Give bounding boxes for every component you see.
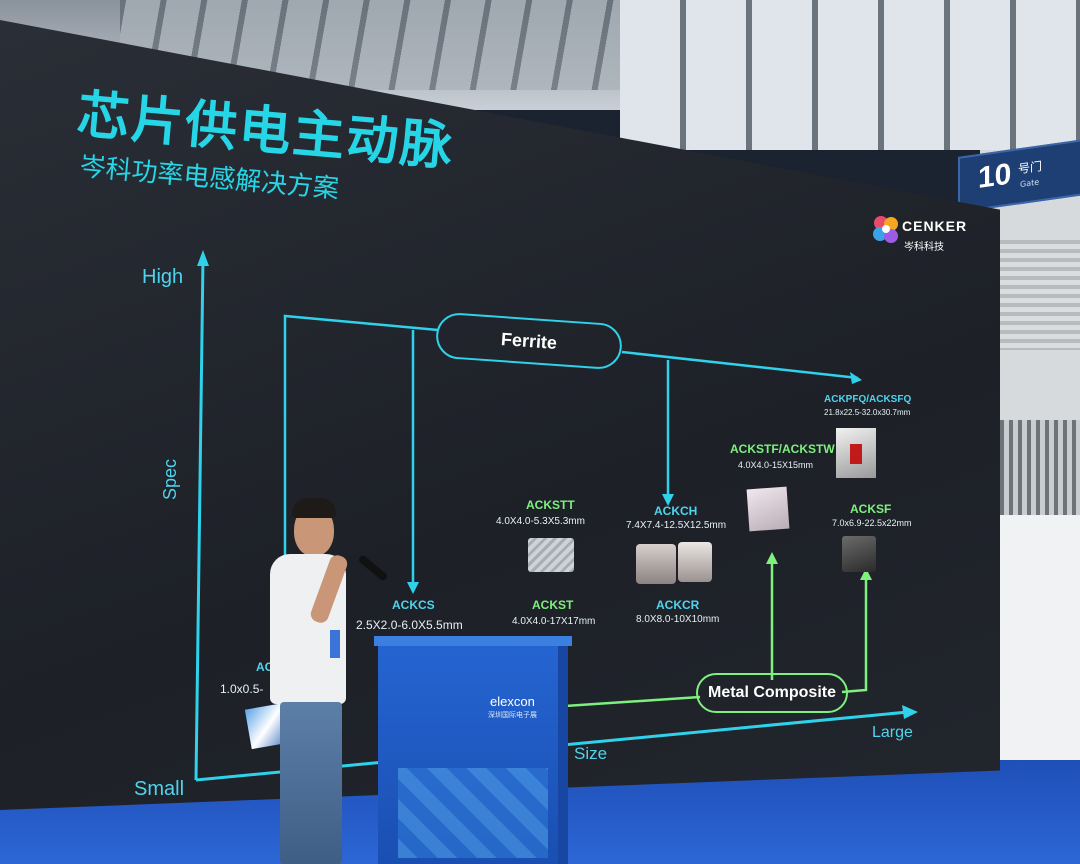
y-axis-arrow — [197, 250, 209, 266]
ferrite-right — [621, 350, 859, 380]
ackstt-label: ACKSTT — [526, 498, 575, 512]
ackpfq-size: 21.8x22.5-32.0x30.7mm — [824, 408, 911, 417]
ackcr-size: 8.0X8.0-10X10mm — [636, 614, 720, 625]
logo-text: CENKER — [902, 218, 968, 234]
gate-sub: Gate — [1020, 177, 1040, 190]
presenter-jeans — [280, 702, 342, 864]
axis-large: Large — [872, 724, 913, 741]
axis-size: Size — [574, 744, 608, 763]
ackcr-label: ACKCR — [656, 598, 700, 612]
metal-line — [564, 695, 701, 708]
gate-label: 号门 — [1018, 159, 1043, 177]
ackpfq-label: ACKPFQ/ACKSFQ — [824, 394, 912, 405]
ackch-component-image — [636, 544, 676, 584]
logo-sub: 岑科科技 — [904, 242, 944, 253]
ackch-size: 7.4X7.4-12.5X12.5mm — [626, 520, 727, 531]
ackstt-component-image — [528, 538, 574, 572]
windows — [620, 0, 1080, 150]
metal-up-2 — [841, 576, 868, 694]
lanyard-badge — [330, 630, 340, 658]
presenter-hair — [292, 498, 336, 518]
metal-composite-pill: Metal Composite — [696, 673, 848, 713]
flower-logo-icon — [873, 216, 898, 243]
ackcs-label: ACKCS — [392, 598, 435, 612]
ac-partial-label: AC — [256, 660, 274, 674]
ferrite-bracket — [283, 314, 439, 560]
ac-partial-size: 1.0x0.5- — [220, 682, 264, 696]
metal-composite-label: Metal Composite — [707, 684, 836, 701]
ackstt-size: 4.0X4.0-5.3X5.3mm — [496, 516, 585, 527]
ackstf-label: ACKSTF/ACKSTW — [730, 442, 835, 456]
ackstf-component-image — [746, 486, 790, 532]
microphone — [357, 554, 389, 582]
ackpfq-component-image — [836, 428, 876, 478]
podium-brand: elexcon — [490, 694, 535, 709]
ackcr-component-image — [678, 542, 712, 582]
acksf-label: ACKSF — [850, 502, 892, 516]
podium-top — [374, 636, 572, 646]
axis-small: Small — [134, 778, 185, 800]
acksf-component-image — [842, 536, 876, 572]
ackst-size: 4.0X4.0-17X17mm — [512, 616, 596, 627]
ackcs-size: 2.5X2.0-6.0X5.5mm — [356, 618, 463, 632]
white-booth-wall — [990, 515, 1080, 775]
ackstf-size: 4.0X4.0-15X15mm — [738, 460, 814, 470]
ackch-label: ACKCH — [654, 504, 698, 518]
podium: elexcon 深圳国际电子展 — [378, 638, 568, 864]
presenter — [268, 498, 389, 864]
x-axis-arrow — [902, 705, 918, 719]
axis-spec: Spec — [160, 458, 180, 500]
axis-high: High — [142, 266, 184, 288]
wall-grille — [1000, 420, 1080, 520]
podium-sub: 深圳国际电子展 — [488, 711, 537, 719]
cenker-logo: CENKER 岑科科技 — [872, 212, 982, 256]
acksf-size: 7.0x6.9-22.5x22mm — [832, 518, 912, 528]
podium-cubes-graphic — [398, 768, 548, 858]
y-axis — [194, 257, 205, 781]
wall-panels — [990, 240, 1080, 350]
ackst-label: ACKST — [532, 598, 574, 612]
ferrite-label: Ferrite — [500, 328, 558, 353]
